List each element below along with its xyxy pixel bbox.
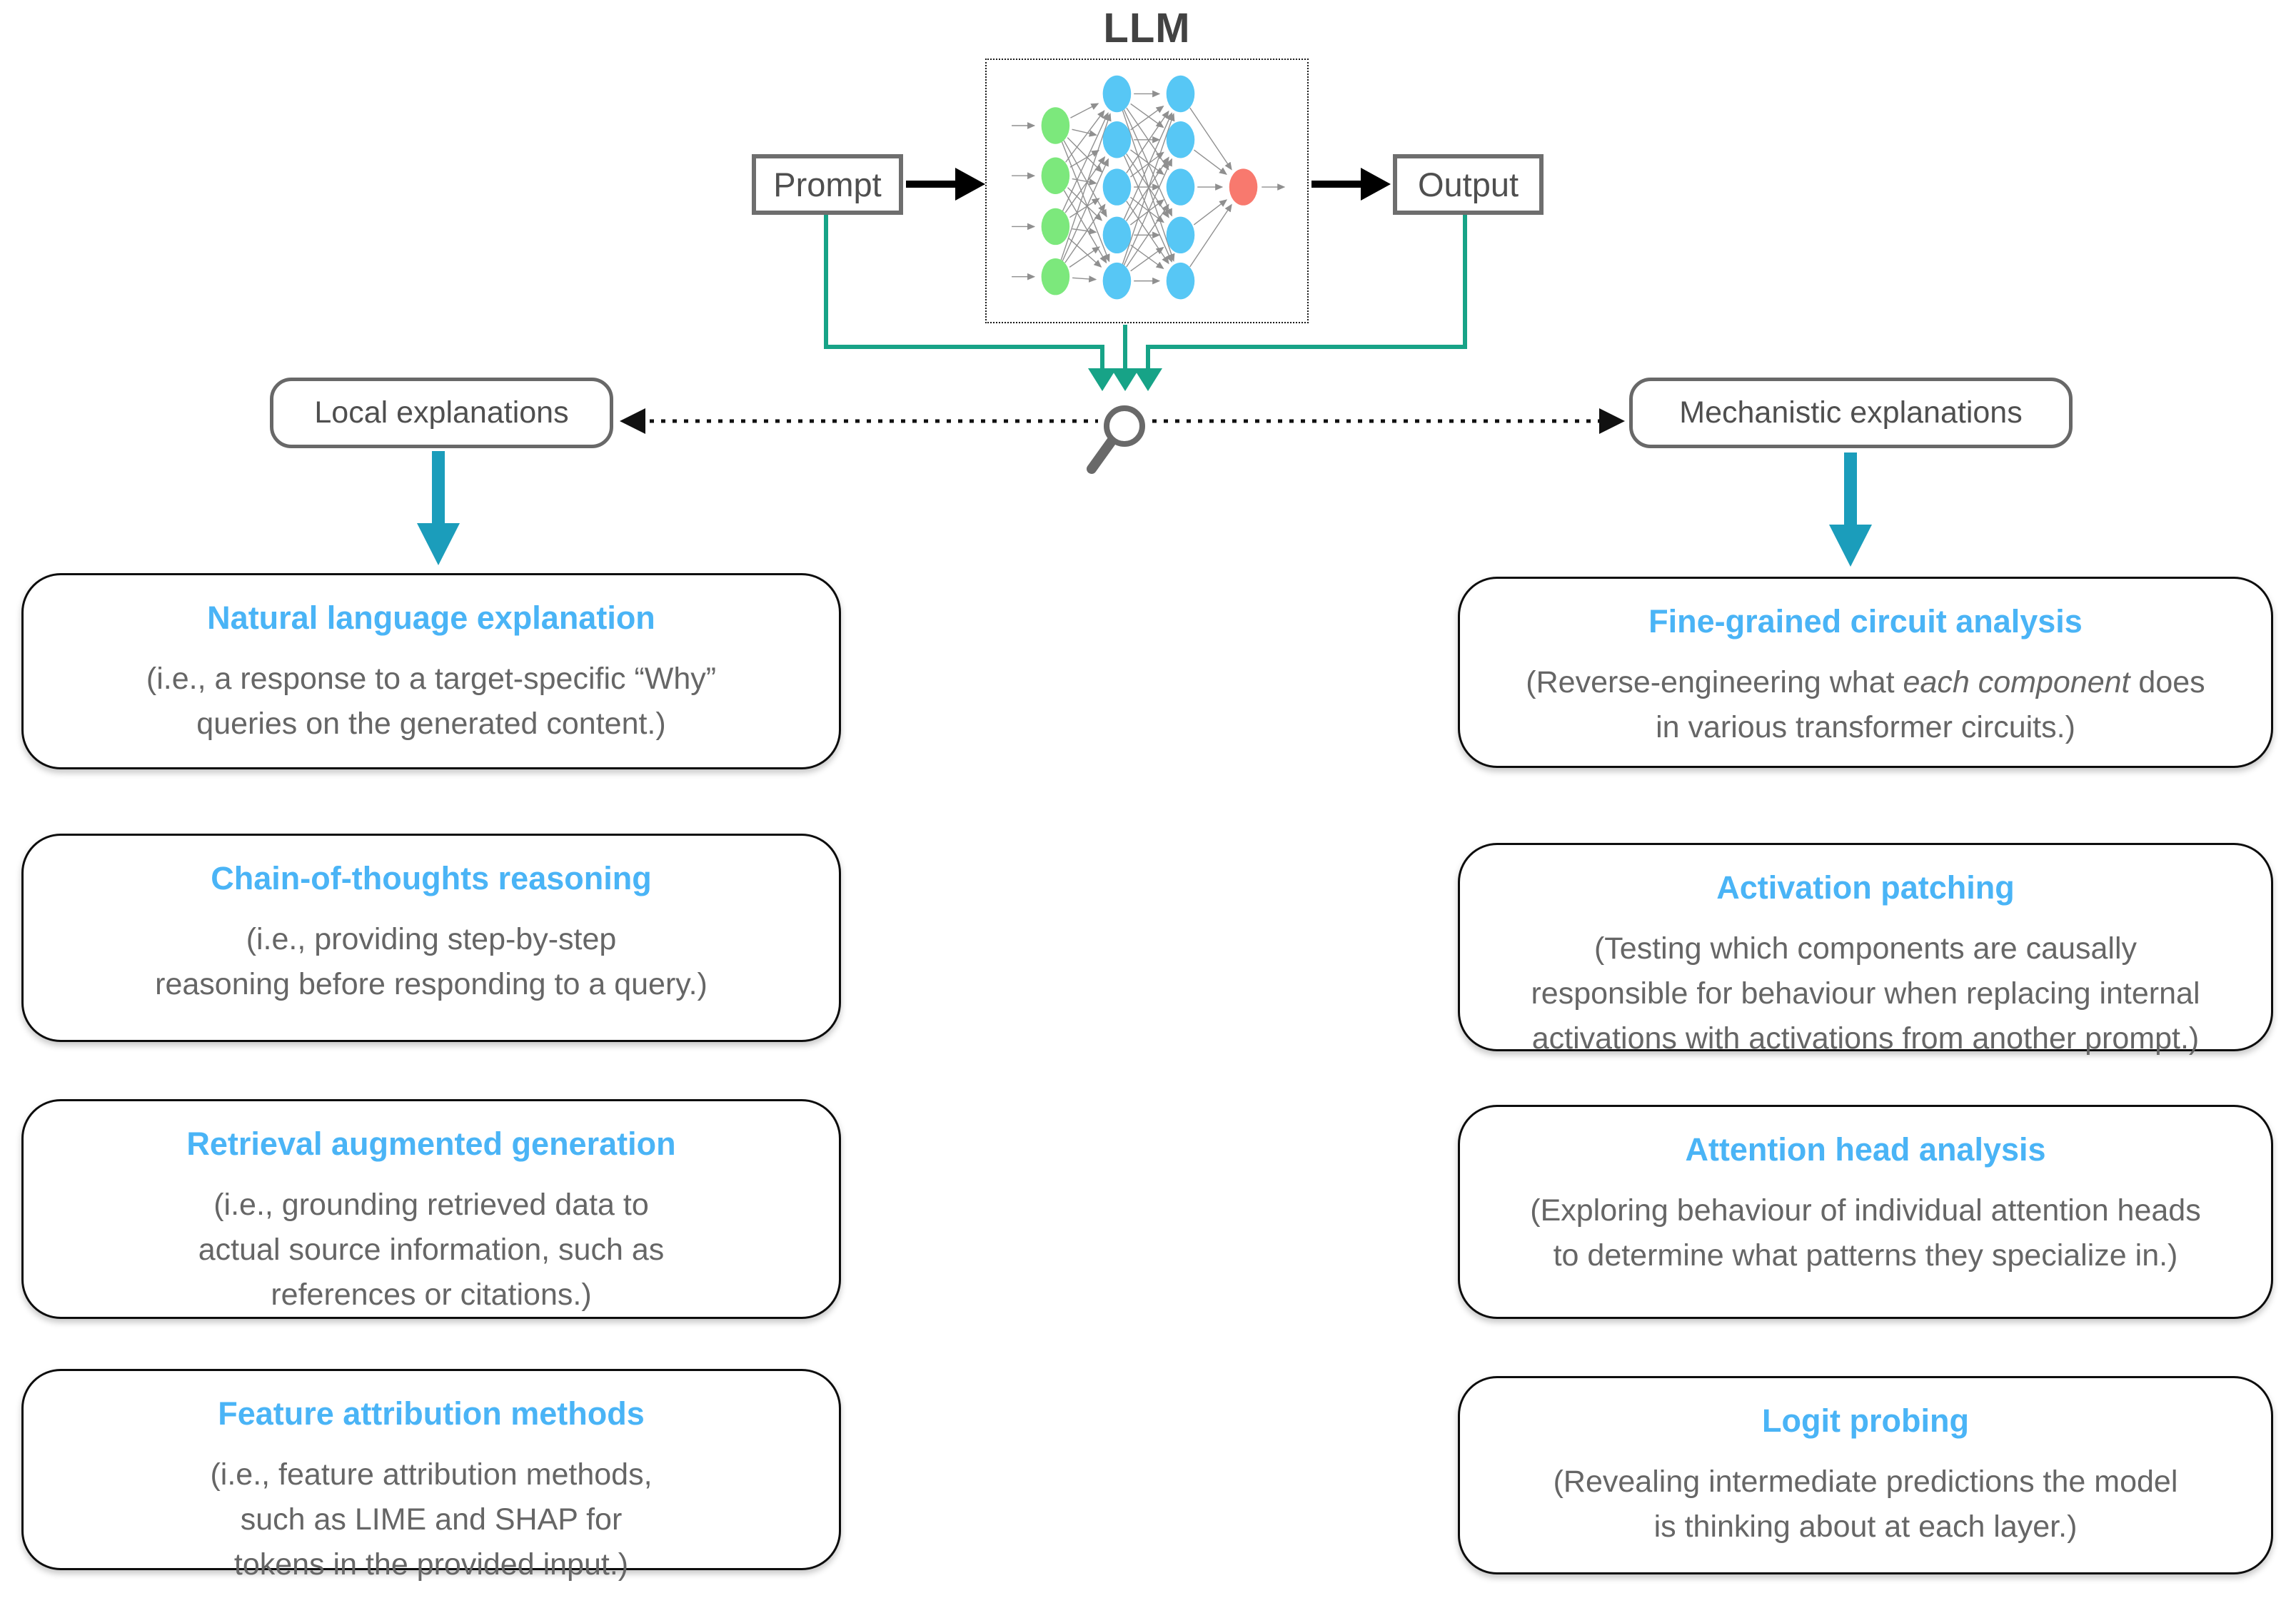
method-card-body: (i.e., grounding retrieved data to actua… — [198, 1188, 665, 1313]
output-to-magnifier-line — [1134, 215, 1467, 391]
method-card-body: (Reverse-engineering what each component… — [1526, 665, 2205, 745]
local-explanations-pill: Local explanations — [270, 378, 613, 448]
method-card-title: Attention head analysis — [1685, 1131, 2046, 1168]
prompt-to-magnifier-line — [824, 215, 1117, 391]
output-label: Output — [1417, 166, 1519, 203]
method-card-title: Feature attribution methods — [218, 1395, 645, 1432]
magnifier-to-local-dotted-arrow — [620, 408, 1098, 434]
method-card-body: (Revealing intermediate predictions the … — [1553, 1465, 2178, 1544]
method-card-title: Activation patching — [1716, 869, 2015, 906]
method-card: Activation patching (Testing which compo… — [1458, 843, 2273, 1056]
method-card-title: Natural language explanation — [207, 600, 655, 636]
method-card-title: Logit probing — [1762, 1402, 1969, 1439]
method-card: Attention head analysis (Exploring behav… — [1458, 1105, 2273, 1319]
llm-title: LLM — [1103, 5, 1191, 51]
output-box: Output — [1393, 154, 1544, 215]
mechanistic-explanations-label: Mechanistic explanations — [1679, 395, 2023, 430]
mechanistic-down-arrow — [1829, 452, 1872, 567]
local-explanations-label: Local explanations — [314, 395, 569, 430]
method-card: Fine-grained circuit analysis (Reverse-e… — [1458, 577, 2273, 768]
method-card: Natural language explanation (i.e., a re… — [21, 573, 841, 769]
llm-to-output-arrow — [1311, 168, 1391, 201]
neural-network-icon — [1012, 75, 1286, 300]
method-card-body: (Testing which components are causally r… — [1531, 931, 2200, 1056]
mechanistic-explanations-pill: Mechanistic explanations — [1629, 378, 2073, 448]
method-card-body: (i.e., providing step-by-step reasoning … — [155, 922, 708, 1002]
method-card: Feature attribution methods (i.e., featu… — [21, 1369, 841, 1582]
prompt-label: Prompt — [773, 166, 882, 203]
method-card-body: (i.e., a response to a target-specific “… — [146, 662, 717, 742]
method-card-title: Fine-grained circuit analysis — [1648, 603, 2083, 639]
method-card: Logit probing (Revealing intermediate pr… — [1458, 1376, 2273, 1574]
llm-network-box — [985, 59, 1309, 323]
local-down-arrow — [417, 451, 460, 565]
magnifier-icon — [1087, 405, 1145, 474]
method-card-title: Chain-of-thoughts reasoning — [211, 860, 652, 896]
method-card: Retrieval augmented generation (i.e., gr… — [21, 1099, 841, 1319]
prompt-box: Prompt — [752, 154, 903, 215]
llm-to-magnifier-line — [1111, 325, 1139, 391]
method-card-body: (i.e., feature attribution methods, such… — [210, 1457, 653, 1582]
prompt-to-llm-arrow — [906, 168, 985, 201]
method-card: Chain-of-thoughts reasoning (i.e., provi… — [21, 834, 841, 1042]
method-card-body: (Exploring behaviour of individual atten… — [1530, 1193, 2201, 1273]
method-card-title: Retrieval augmented generation — [186, 1126, 676, 1162]
magnifier-to-mechanistic-dotted-arrow — [1152, 408, 1625, 434]
